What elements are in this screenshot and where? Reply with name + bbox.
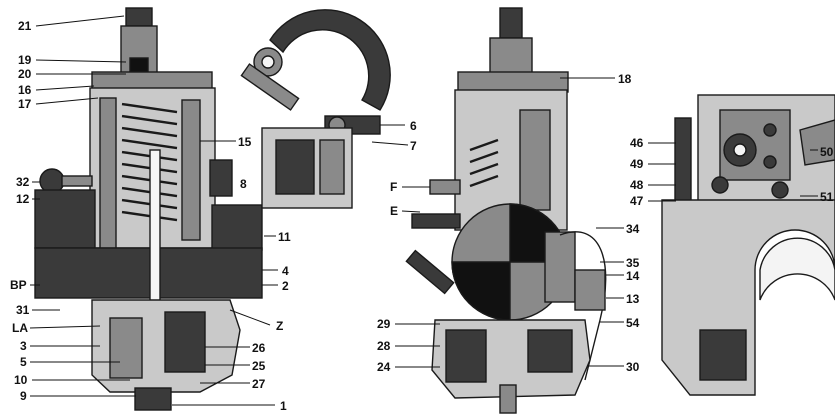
label-31: 31	[16, 303, 30, 317]
label-F: F	[390, 180, 397, 194]
label-1: 1	[280, 399, 287, 413]
label-28: 28	[377, 339, 391, 353]
label-35: 35	[626, 256, 640, 270]
label-13: 13	[626, 292, 640, 306]
label-25: 25	[252, 359, 266, 373]
label-48: 48	[630, 178, 644, 192]
label-50: 50	[820, 145, 834, 159]
label-2: 2	[282, 279, 289, 293]
carburetor-section-view-3	[405, 7, 607, 414]
label-9: 9	[20, 389, 27, 403]
label-51: 51	[820, 190, 834, 204]
label-3: 3	[20, 339, 27, 353]
label-7: 7	[410, 139, 417, 153]
label-46: 46	[630, 136, 644, 150]
carburetor-clamp-view-2	[240, 9, 391, 209]
label-24: 24	[377, 360, 391, 374]
label-32: 32	[16, 175, 30, 189]
label-49: 49	[630, 157, 644, 171]
label-17: 17	[18, 97, 32, 111]
label-14: 14	[626, 269, 640, 283]
label-29: 29	[377, 317, 391, 331]
label-34: 34	[626, 222, 640, 236]
label-54: 54	[626, 316, 640, 330]
label-19: 19	[18, 53, 32, 67]
label-12: 12	[16, 192, 30, 206]
label-21: 21	[18, 19, 32, 33]
label-18: 18	[618, 72, 632, 86]
label-Z: Z	[276, 319, 283, 333]
carburetor-side-view-4	[661, 94, 835, 396]
label-15: 15	[238, 135, 252, 149]
label-6: 6	[410, 119, 417, 133]
label-20: 20	[18, 67, 32, 81]
label-26: 26	[252, 341, 266, 355]
label-16: 16	[18, 83, 32, 97]
label-E: E	[390, 204, 398, 218]
label-10: 10	[14, 373, 28, 387]
label-LA: LA	[12, 321, 28, 335]
label-27: 27	[252, 377, 266, 391]
label-8: 8	[240, 177, 247, 191]
label-11: 11	[278, 230, 291, 244]
label-BP: BP	[10, 278, 27, 292]
carburetor-section-view-1	[34, 7, 263, 411]
label-47: 47	[630, 194, 644, 208]
callout-labels: 21 19 20 16 17 32 12 BP 31 LA 3 5 10 9 1…	[10, 15, 834, 413]
label-4: 4	[282, 264, 289, 278]
label-30: 30	[626, 360, 640, 374]
label-5: 5	[20, 355, 27, 369]
